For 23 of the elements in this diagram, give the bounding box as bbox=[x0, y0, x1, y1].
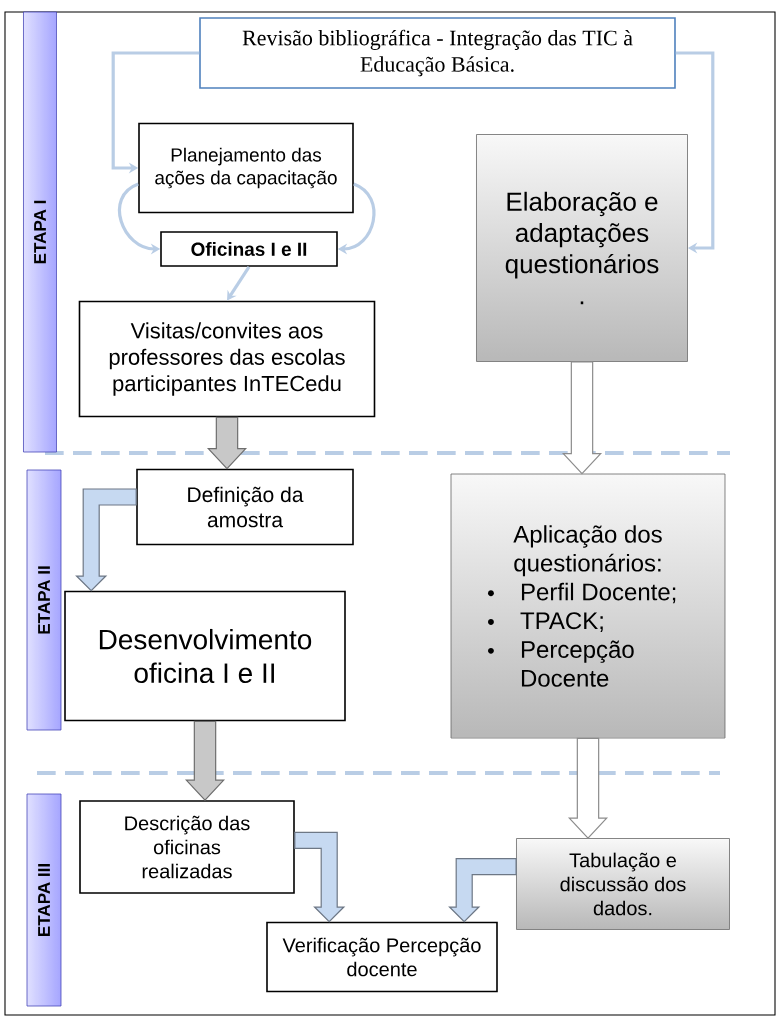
block-arrow bbox=[294, 831, 346, 923]
block-arrow bbox=[567, 737, 609, 839]
process-box: Descrição das oficinas realizadas bbox=[79, 800, 295, 894]
process-box: Planejamento das ações da capacitação bbox=[138, 122, 354, 214]
process-box: Desenvolvimento oficina I e II bbox=[64, 590, 346, 722]
process-box: Elaboração e adaptações questionários . bbox=[476, 134, 688, 362]
block-arrow bbox=[448, 858, 517, 923]
stage-band: ETAPA II bbox=[26, 469, 62, 731]
block-arrow bbox=[184, 720, 226, 802]
block-arrow bbox=[206, 416, 248, 470]
process-box: Aplicação dos questionários: Perfil Docente; TPACK; Percepção Docente bbox=[450, 473, 726, 739]
block-arrow bbox=[75, 488, 137, 592]
block-arrow bbox=[561, 361, 603, 475]
process-box: Revisão bibliográfica - Integração das TIC à Educação Básica. bbox=[199, 17, 676, 89]
process-box: Visitas/convites aos professores das escolas participantes InTECedu bbox=[78, 300, 376, 418]
stage-band: ETAPA I bbox=[23, 11, 57, 453]
process-box: Verificação Percepção docente bbox=[266, 921, 498, 993]
connector-arrow bbox=[227, 265, 251, 301]
process-box: Oficinas I e II bbox=[160, 231, 338, 267]
stage-band: ETAPA III bbox=[26, 793, 62, 1007]
process-box: Definição da amostra bbox=[136, 468, 354, 546]
process-box: Tabulação e discussão dos dados. bbox=[516, 838, 730, 930]
connector-arrow bbox=[675, 51, 715, 254]
